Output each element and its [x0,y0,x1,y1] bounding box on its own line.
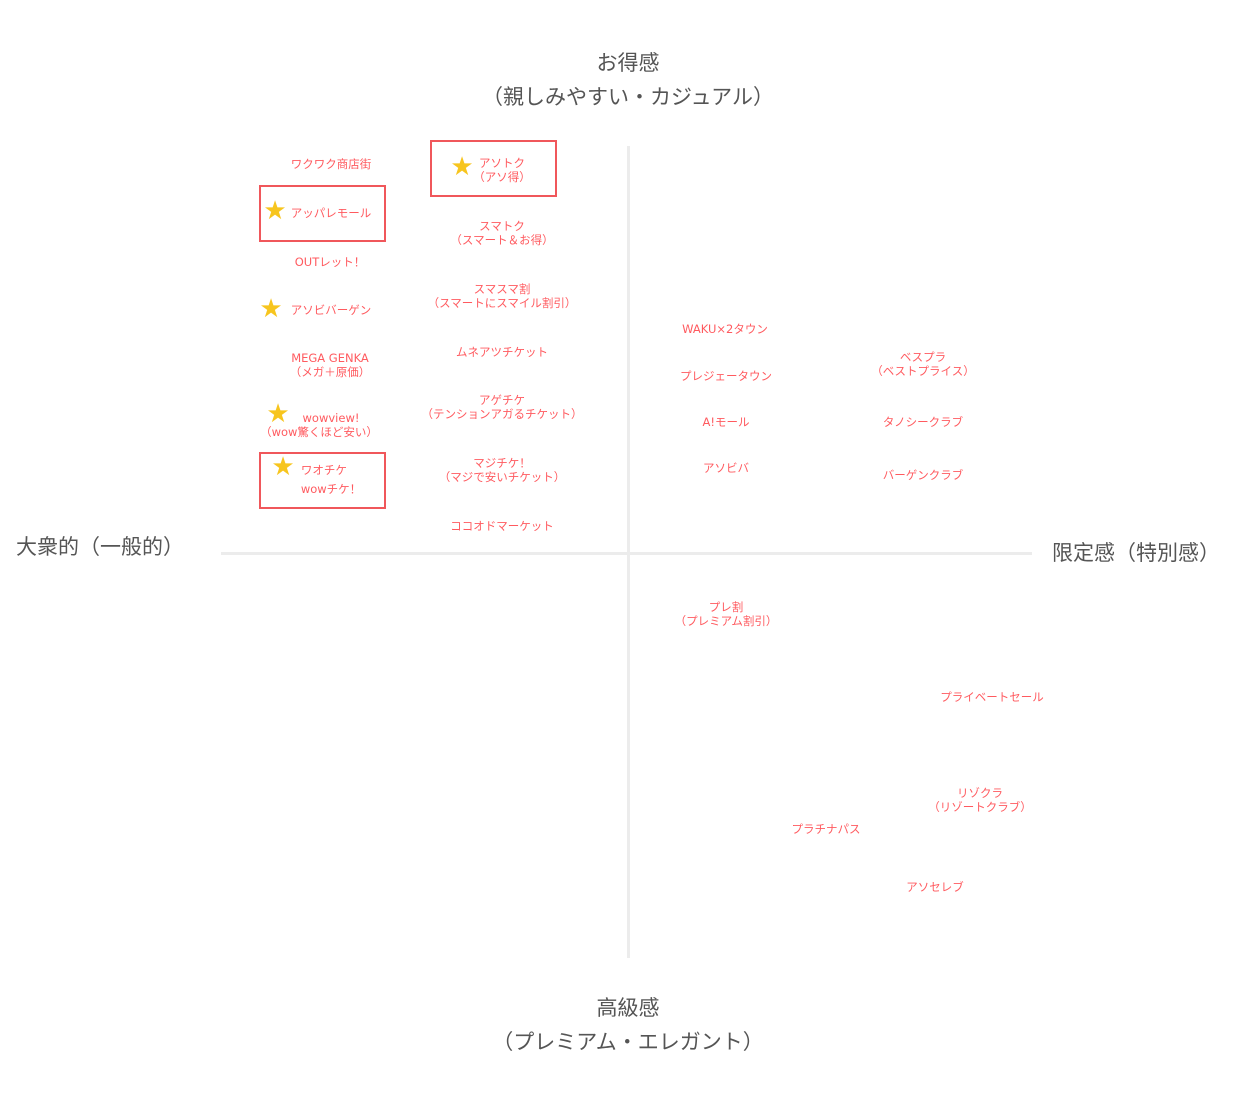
item-label: アソビバーゲン [290,303,372,317]
map-item-sumasuma: スマスマ割（スマートにスマイル割引） [428,282,577,310]
axis-label-bottom: 高級感 （プレミアム・エレガント） [492,991,764,1059]
star-icon: ★ [271,452,295,482]
item-label: バーゲンクラブ [882,468,964,482]
item-label: MEGA GENKA [291,351,369,365]
item-label: （アソ得） [473,170,531,184]
item-label: （メガ＋原価） [289,365,371,379]
map-item-asoceleb: アソセレブ [906,880,964,894]
item-label: アソトク [479,156,525,170]
item-label: プレジェータウン [680,369,772,383]
item-label: アソセレブ [906,880,964,894]
item-label: ワオチケ [300,463,347,477]
item-label: ベスプラ [899,350,947,364]
map-item-private: プライベートセール [940,690,1044,704]
item-label: プラチナパス [791,822,861,836]
item-label: OUTレット！ [294,255,366,269]
map-item-appare: アッパレモール [291,206,372,220]
item-label: アッパレモール [290,206,372,220]
item-label: マジチケ！ [473,456,531,470]
star-icon: ★ [450,152,474,182]
item-label: （スマートにスマイル割引） [427,296,577,310]
item-label: リゾクラ [957,786,1003,800]
item-label: wowview! [302,411,360,425]
item-label: （テンションアガるチケット） [421,407,583,421]
map-item-waochike: ワオチケ wowチケ！ [301,461,361,499]
item-label: ワクワク商店街 [290,157,372,171]
map-item-asobibargain: アソビバーゲン [291,303,372,317]
item-label: ココオドマーケット [450,519,554,533]
star-icon: ★ [266,399,290,429]
map-item-bespura: ベスプラ（ベストプライス） [871,350,974,378]
highlight-box-waochike [259,452,386,509]
item-label: プレ割 [708,600,744,614]
axis-label-top-sub: （親しみやすい・カジュアル） [482,85,774,109]
map-item-outlet: OUTレット！ [295,255,366,269]
map-item-agechike: アゲチケ（テンションアガるチケット） [422,393,583,421]
item-label: タノシークラブ [882,415,964,429]
map-item-platinum: プラチナパス [792,822,861,836]
axis-label-left: 大衆的（一般的） [16,535,184,559]
item-label: wowチケ！ [300,482,362,496]
axis-label-top-main: お得感 [596,51,660,75]
map-item-pleasure: プレジェータウン [680,369,772,383]
map-item-bargainclub: バーゲンクラブ [883,468,964,482]
map-item-tanoshi: タノシークラブ [883,415,963,429]
star-icon: ★ [259,294,283,324]
star-icon: ★ [263,196,287,226]
map-item-prewari: プレ割（プレミアム割引） [675,600,778,628]
map-item-amall: A!モール [703,415,750,429]
item-label: ムネアツチケット [456,345,548,359]
item-label: （wow驚くほど安い） [260,425,378,439]
item-label: （リゾートクラブ） [928,800,1032,814]
item-label: スマスマ割 [473,282,531,296]
axis-label-right: 限定感（特別感） [1052,541,1220,565]
map-item-kokoodo: ココオドマーケット [450,519,554,533]
map-item-megagenka: MEGA GENKA（メガ＋原価） [290,351,371,379]
highlight-box-appare [259,185,386,242]
map-item-asobiba: アソビバ [703,461,749,475]
item-label: アソビバ [703,461,749,475]
item-label: （スマート＆お得） [450,233,554,247]
item-label: プライベートセール [940,690,1044,704]
horizontal-axis [221,552,1032,555]
item-label: （マジで安いチケット） [438,470,566,484]
item-label: スマトク [479,219,525,233]
map-item-rizokura: リゾクラ（リゾートクラブ） [928,786,1032,814]
item-label: A!モール [702,415,750,429]
item-label: （プレミアム割引） [674,614,778,628]
highlight-box-asotoku [430,140,557,197]
map-item-majichike: マジチケ！（マジで安いチケット） [439,456,566,484]
item-label: WAKU×2タウン [682,322,768,336]
map-item-muneatsu: ムネアツチケット [456,345,548,359]
axis-label-bottom-main: 高級感 [596,996,660,1020]
map-item-wowview: wowview!（wow驚くほど安い） [260,411,378,439]
axis-label-top: お得感 （親しみやすい・カジュアル） [482,46,774,114]
item-label: アゲチケ [479,393,525,407]
map-item-asotoku: アソトク（アソ得） [473,156,531,184]
map-item-wakuwaku: ワクワク商店街 [291,157,372,171]
item-label: （ベストプライス） [871,364,975,378]
axis-label-bottom-sub: （プレミアム・エレガント） [492,1030,764,1054]
map-item-waku2: WAKU×2タウン [682,322,768,336]
map-item-sumatoku: スマトク（スマート＆お得） [450,219,553,247]
